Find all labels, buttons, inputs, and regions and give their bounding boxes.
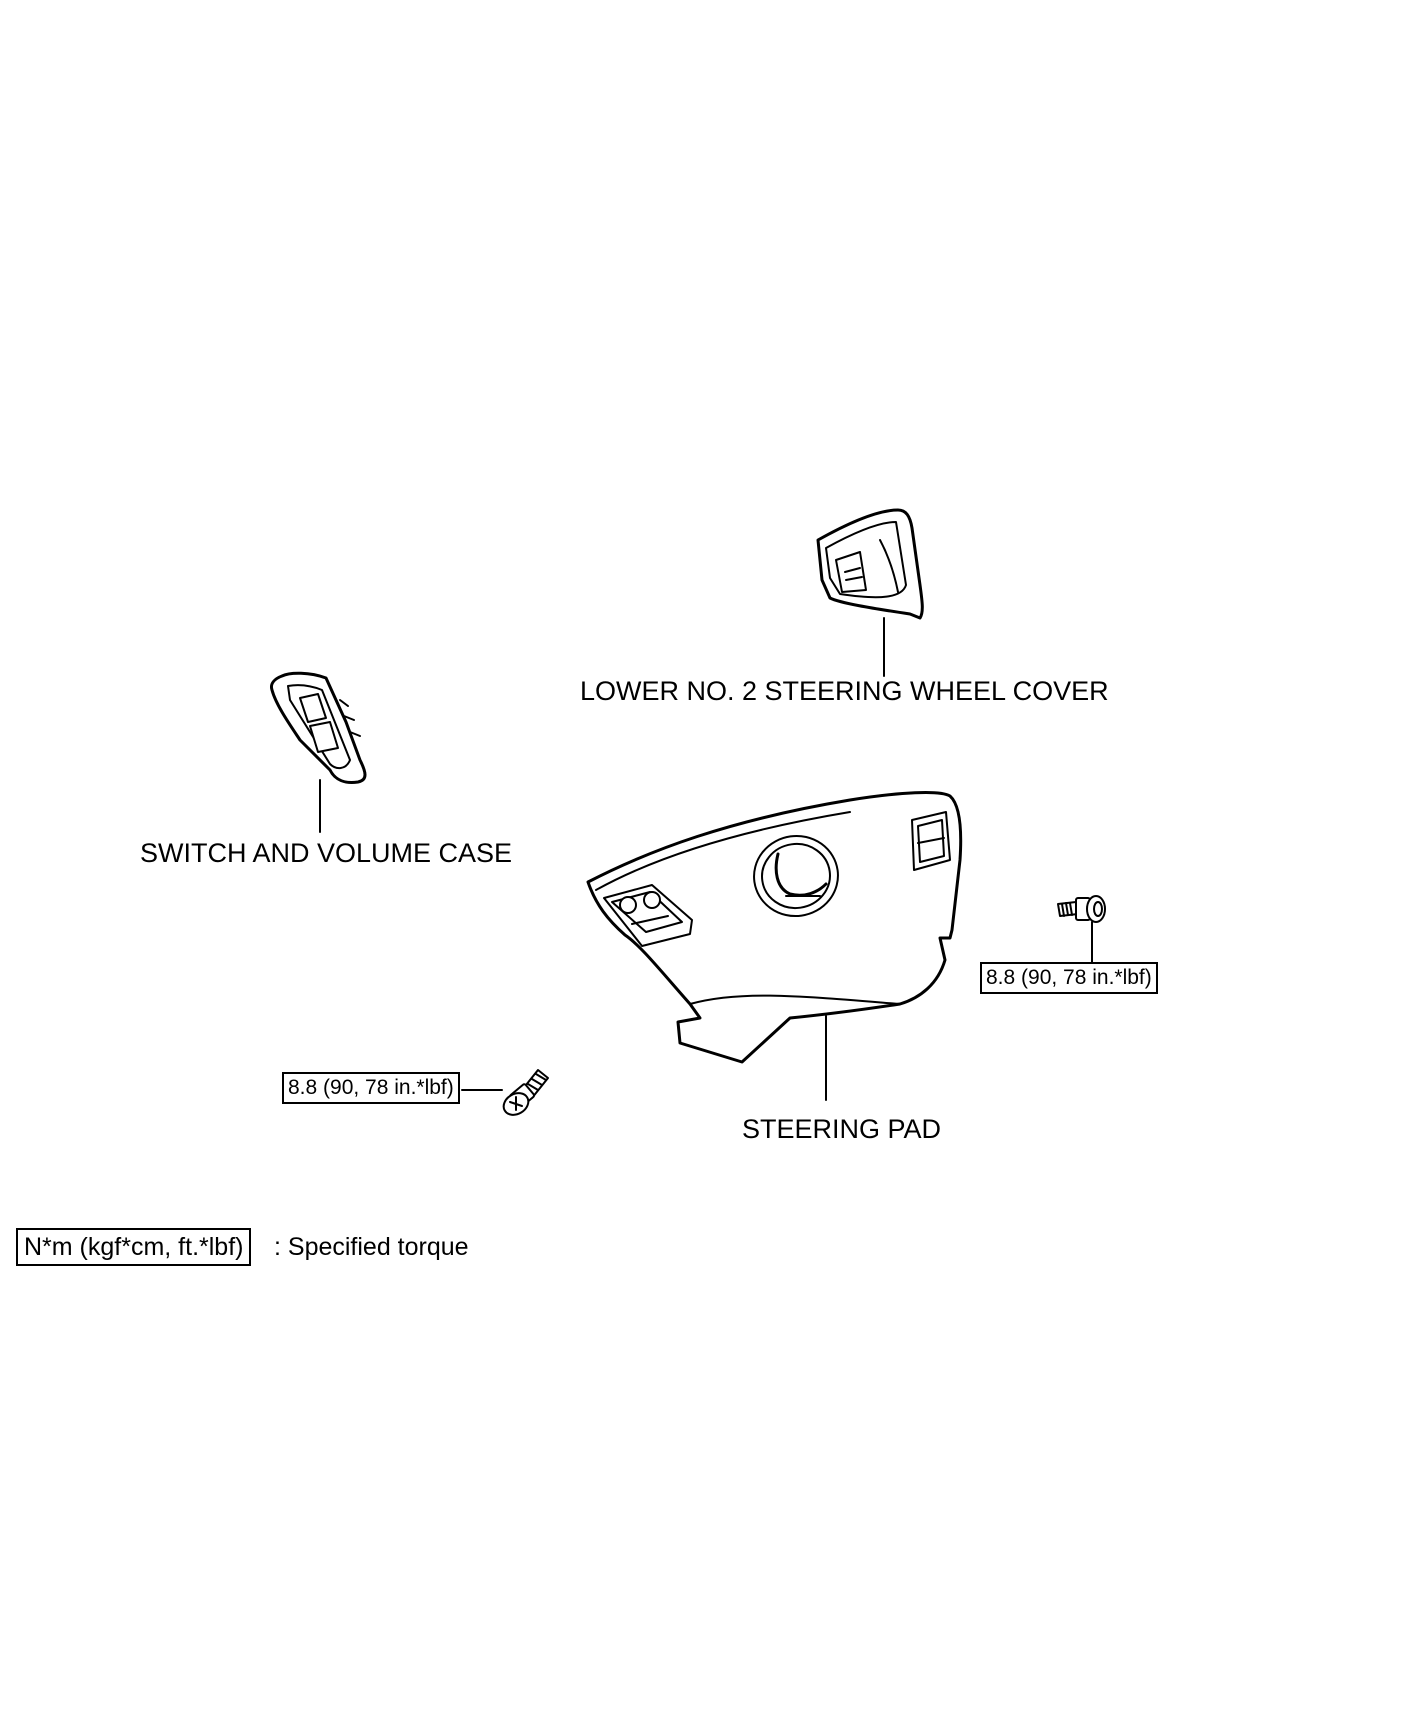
lower-no2-steering-wheel-cover-label: LOWER NO. 2 STEERING WHEEL COVER bbox=[580, 676, 1109, 706]
torque-legend-description: : Specified torque bbox=[274, 1233, 469, 1261]
right-bolt-torque-box: 8.8 (90, 78 in.*lbf) bbox=[980, 962, 1158, 994]
switch-and-volume-case-part bbox=[270, 671, 367, 833]
right-bolt bbox=[1057, 895, 1106, 963]
steering-pad-label: STEERING PAD bbox=[742, 1114, 942, 1144]
switch-and-volume-case-label: SWITCH AND VOLUME CASE bbox=[140, 838, 513, 868]
torque-unit-legend-box: N*m (kgf*cm, ft.*lbf) bbox=[16, 1228, 252, 1266]
left-bolt-torque-box: 8.8 (90, 78 in.*lbf) bbox=[282, 1072, 460, 1104]
left-bolt bbox=[461, 1069, 549, 1116]
steering-pad-part bbox=[586, 791, 963, 1101]
lower-no2-steering-wheel-cover-part bbox=[816, 508, 924, 677]
